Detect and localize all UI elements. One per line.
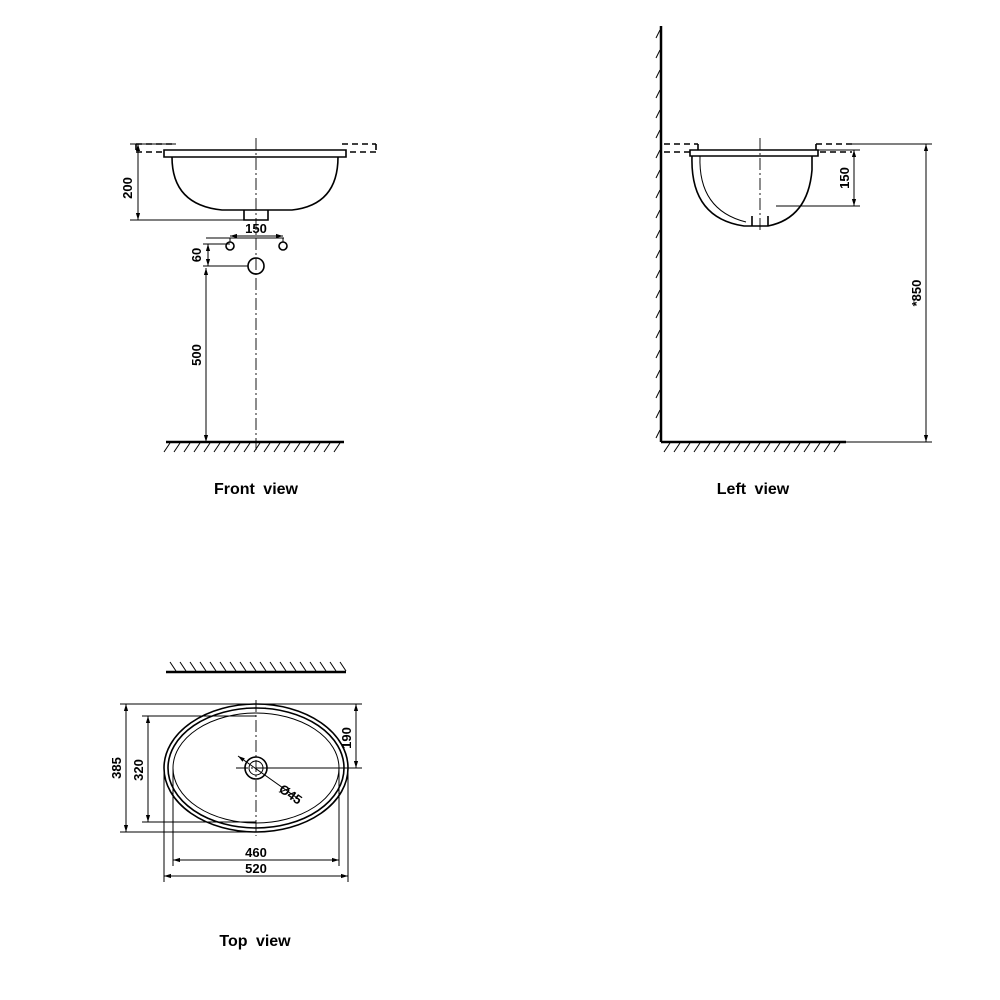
left-basin-bowl-inner xyxy=(699,155,747,223)
top-drain-leader xyxy=(237,755,301,801)
dim-text-190: 190 xyxy=(339,727,354,749)
floor-hatch xyxy=(163,442,341,453)
left-dim-850: *850 xyxy=(846,143,932,443)
wall-hatch xyxy=(655,29,661,439)
top-dim-385: 385 xyxy=(109,703,256,833)
top-wall xyxy=(166,661,347,674)
top-view: Ø45 385 320 190 460 xyxy=(109,661,362,950)
dim-text-460: 460 xyxy=(245,845,267,860)
left-floor xyxy=(661,440,846,453)
dim-text-320: 320 xyxy=(131,759,146,781)
left-view-label: Left view xyxy=(717,481,790,498)
front-floor xyxy=(163,440,344,453)
left-basin-bowl-outer xyxy=(691,155,813,227)
left-countertop-left xyxy=(664,143,699,153)
dim-text-520: 520 xyxy=(245,861,267,876)
top-view-label: Top view xyxy=(219,933,291,950)
front-view-label: Front view xyxy=(214,481,299,498)
front-view: 200 150 60 500 Front view xyxy=(120,138,377,498)
top-dim-520: 520 xyxy=(163,768,349,882)
left-wall xyxy=(655,26,663,442)
front-dim-150: 150 xyxy=(230,221,283,239)
top-dim-320: 320 xyxy=(131,715,256,823)
front-waste-fittings xyxy=(206,237,288,275)
dim-text-60: 60 xyxy=(189,248,204,262)
front-dim-200: 200 xyxy=(120,143,244,221)
front-basin-rim xyxy=(163,149,347,158)
dim-text-150-left: 150 xyxy=(837,167,852,189)
dim-text-850: *850 xyxy=(909,280,924,307)
left-view: 150 *850 Left view xyxy=(655,26,932,498)
front-dim-500: 500 xyxy=(189,268,209,442)
dim-text-45: Ø45 xyxy=(276,781,305,807)
top-dim-190: 190 xyxy=(256,703,362,769)
dim-text-200: 200 xyxy=(120,177,135,199)
dim-text-150: 150 xyxy=(245,221,267,236)
front-countertop-right xyxy=(342,143,377,153)
left-countertop-right xyxy=(815,143,852,153)
front-basin-bowl xyxy=(171,156,339,211)
top-dim-460: 460 xyxy=(172,768,340,866)
dim-text-500: 500 xyxy=(189,344,204,366)
dim-text-385: 385 xyxy=(109,757,124,779)
left-basin-rim xyxy=(689,149,819,157)
left-dim-150: 150 xyxy=(776,149,860,207)
left-drain xyxy=(751,216,769,226)
front-dim-60: 60 xyxy=(189,243,248,267)
